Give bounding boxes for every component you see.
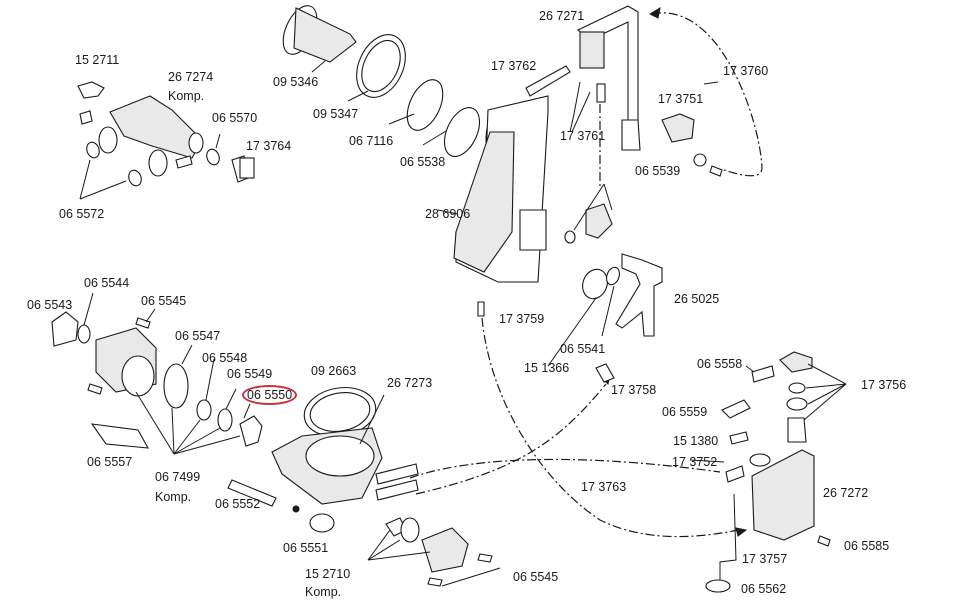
part-label-095347[interactable]: 09 5347 [313, 107, 359, 121]
part-label-065538[interactable]: 06 5538 [400, 155, 446, 169]
part-label-151380[interactable]: 15 1380 [673, 434, 719, 448]
part-label-065539[interactable]: 06 5539 [635, 164, 681, 178]
part-label-065558[interactable]: 06 5558 [697, 357, 743, 371]
part-label-267274[interactable]: 26 7274 [168, 70, 214, 84]
part-label-065545-upper[interactable]: 06 5545 [141, 294, 187, 308]
part-label-286906[interactable]: 28 6906 [425, 207, 471, 221]
part-note-067499: Komp. [155, 490, 192, 504]
valve-body-drawing [77, 81, 255, 200]
part-label-065543[interactable]: 06 5543 [27, 298, 73, 312]
part-label-065547[interactable]: 06 5547 [175, 329, 221, 343]
bracket-hose-drawing [525, 5, 763, 244]
part-label-092663[interactable]: 09 2663 [311, 364, 357, 378]
part-label-067499[interactable]: 06 7499 [155, 470, 201, 484]
part-label-065548[interactable]: 06 5548 [202, 351, 248, 365]
part-label-173752[interactable]: 17 3752 [672, 455, 718, 469]
part-label-095346[interactable]: 09 5346 [273, 75, 319, 89]
part-label-173758[interactable]: 17 3758 [611, 383, 657, 397]
part-label-173757[interactable]: 17 3757 [742, 552, 788, 566]
part-label-173762[interactable]: 17 3762 [491, 59, 537, 73]
part-label-267273[interactable]: 26 7273 [387, 376, 433, 390]
part-label-065549[interactable]: 06 5549 [227, 367, 273, 381]
filter-rings-drawing [282, 5, 481, 157]
tank-drawing [437, 95, 549, 283]
part-label-151366[interactable]: 15 1366 [524, 361, 570, 375]
part-label-065572[interactable]: 06 5572 [59, 207, 105, 221]
part-label-065562[interactable]: 06 5562 [741, 582, 787, 596]
part-label-065550-highlighted[interactable]: 06 5550 [242, 385, 298, 405]
part-label-173751[interactable]: 17 3751 [658, 92, 704, 106]
part-label-173763[interactable]: 17 3763 [581, 480, 627, 494]
part-label-173756[interactable]: 17 3756 [861, 378, 907, 392]
part-note-152710: Komp. [305, 585, 342, 599]
part-label-065552[interactable]: 06 5552 [215, 497, 261, 511]
part-label-065551[interactable]: 06 5551 [283, 541, 329, 555]
unit-267272-drawing [689, 351, 847, 593]
part-label-267271[interactable]: 26 7271 [539, 9, 585, 23]
part-label-173761[interactable]: 17 3761 [560, 129, 606, 143]
part-label-152711[interactable]: 15 2711 [75, 53, 120, 67]
part-label-267272[interactable]: 26 7272 [823, 486, 869, 500]
dispenser-parts-drawing [477, 253, 748, 538]
part-label-173759[interactable]: 17 3759 [499, 312, 545, 326]
part-label-067116[interactable]: 06 7116 [349, 134, 394, 148]
part-label-173764[interactable]: 17 3764 [246, 139, 292, 153]
part-label-173760[interactable]: 17 3760 [723, 64, 769, 78]
part-note-267274: Komp. [168, 89, 205, 103]
part-label-265025[interactable]: 26 5025 [674, 292, 720, 306]
pump-motor-drawing [51, 292, 263, 455]
part-label-065559[interactable]: 06 5559 [662, 405, 708, 419]
part-label-065544[interactable]: 06 5544 [84, 276, 130, 290]
part-label-065545-lower[interactable]: 06 5545 [513, 570, 559, 584]
part-label-152710[interactable]: 15 2710 [305, 567, 351, 581]
part-label-065541[interactable]: 06 5541 [560, 342, 606, 356]
sump-drawing [227, 372, 721, 587]
part-label-065585[interactable]: 06 5585 [844, 539, 890, 553]
part-label-065557[interactable]: 06 5557 [87, 455, 133, 469]
part-label-065570[interactable]: 06 5570 [212, 111, 258, 125]
